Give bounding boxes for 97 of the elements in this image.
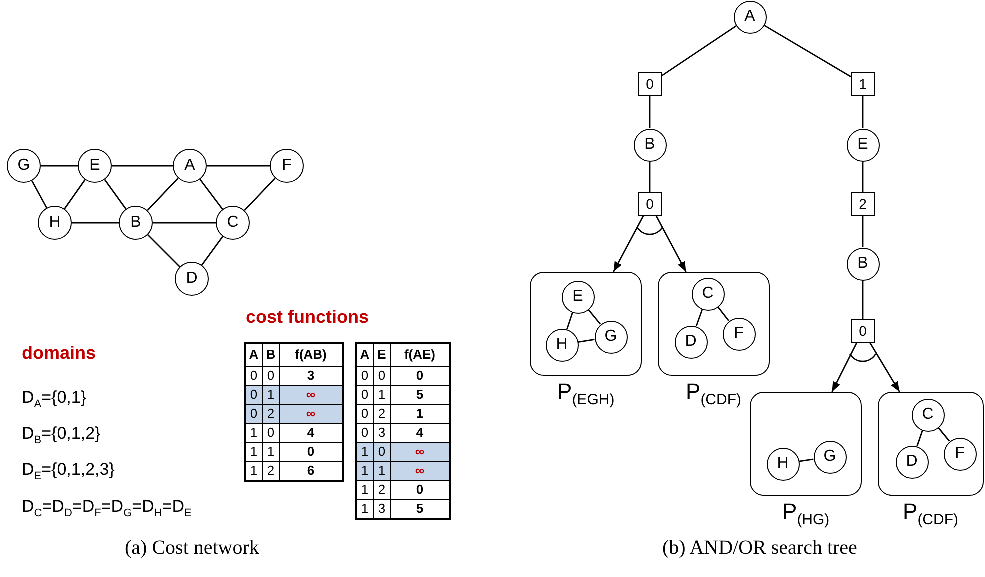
connector-line <box>588 309 602 325</box>
connector-line <box>566 312 574 330</box>
header-cell: E <box>374 343 390 366</box>
connector-line <box>104 179 127 210</box>
connector-line <box>938 427 950 442</box>
table-cell: 2 <box>374 404 390 424</box>
section-heading: domains <box>22 343 96 364</box>
table-cell: 0 <box>374 366 390 386</box>
header-cell: A <box>356 343 374 366</box>
variable-circle: E <box>78 149 112 183</box>
variable-circle: C <box>692 278 724 310</box>
value-box: 2 <box>851 192 875 216</box>
connector-line <box>32 180 48 208</box>
table-cell: 1 <box>356 480 374 500</box>
domain-definition: D$_{E}$={0,1,2,3} <box>22 460 115 482</box>
table-cell: 0 <box>245 386 262 404</box>
section-heading: cost functions <box>246 307 370 328</box>
subproblem-label: P$_{(CDF)}$ <box>903 500 959 530</box>
variable-circle: D <box>175 262 209 296</box>
table-cell: ∞ <box>390 462 450 480</box>
table-cell: ∞ <box>280 404 343 424</box>
variable-circle: F <box>722 318 756 350</box>
connector-line <box>718 306 730 322</box>
connector-line <box>764 24 852 78</box>
connector-line <box>153 222 216 224</box>
header-cell: B <box>262 343 280 366</box>
arrow <box>656 216 687 272</box>
variable-circle: A <box>734 0 766 34</box>
table-cell: 1 <box>262 442 280 462</box>
variable-circle: F <box>270 149 304 183</box>
table-cell: 0 <box>245 404 262 424</box>
connector-line <box>862 216 864 248</box>
variable-circle: G <box>7 149 41 183</box>
connector-line <box>799 458 814 462</box>
connector-line <box>916 430 924 447</box>
arrow <box>832 342 858 392</box>
subproblem-label: P$_{(EGH)}$ <box>558 380 615 410</box>
connector-line <box>147 178 179 212</box>
table-cell: 0 <box>356 404 374 424</box>
connector-line <box>862 162 864 192</box>
connector-line <box>244 178 276 212</box>
variable-circle: C <box>912 398 944 432</box>
connector-line <box>112 165 173 167</box>
variable-circle: G <box>814 440 846 474</box>
connector-line <box>148 234 180 268</box>
connector-line <box>201 236 224 266</box>
figure-caption: (b) AND/OR search tree <box>662 537 858 560</box>
table-cell: ∞ <box>280 386 343 404</box>
variable-circle: D <box>896 446 928 478</box>
variable-circle: B <box>846 248 880 280</box>
variable-circle: H <box>766 448 800 480</box>
value-box: 0 <box>638 192 662 216</box>
arrow <box>613 216 644 272</box>
connector-line <box>649 96 651 128</box>
connector-line <box>64 180 86 210</box>
variable-circle: H <box>546 328 578 362</box>
value-box: 0 <box>851 319 875 343</box>
variable-circle: C <box>216 206 250 240</box>
variable-circle: G <box>594 320 628 354</box>
connector-line <box>200 179 224 210</box>
domain-definition: D$_{A}$={0,1} <box>22 388 87 410</box>
variable-circle: B <box>119 206 153 240</box>
table-cell: 0 <box>356 386 374 404</box>
subproblem-label: P$_{(HG)}$ <box>782 500 830 530</box>
domain-definition: D$_{C}$=D$_{D}$=D$_{F}$=D$_{G}$=D$_{H}$=D$_{E}$ <box>22 497 192 520</box>
domain-definition: D$_{B}$={0,1,2} <box>22 424 101 446</box>
table-cell: 1 <box>245 424 262 442</box>
subproblem-label: P$_{(CDF)}$ <box>686 380 742 410</box>
variable-circle: B <box>634 128 666 162</box>
variable-circle: E <box>562 280 594 314</box>
connector-line <box>41 165 78 167</box>
connector-line <box>862 96 864 128</box>
table-cell: 0 <box>262 424 280 442</box>
variable-circle: E <box>846 128 880 162</box>
variable-circle: D <box>674 326 708 358</box>
variable-circle: A <box>173 149 207 183</box>
figure-caption: (a) Cost network <box>125 537 260 560</box>
connector-line <box>578 338 595 344</box>
connector-line <box>649 162 651 192</box>
variable-circle: H <box>38 206 72 240</box>
value-box: 1 <box>851 72 875 96</box>
value-box: 0 <box>638 72 662 96</box>
connector-line <box>72 222 119 224</box>
table-cell: 0 <box>356 366 374 386</box>
connector-line <box>862 280 864 319</box>
header-cell: A <box>245 343 262 366</box>
variable-circle: F <box>944 438 976 470</box>
connector-line <box>207 165 270 167</box>
table-cell: 1 <box>356 442 374 462</box>
table-cell: ∞ <box>390 442 450 462</box>
arrow <box>870 342 900 392</box>
connector-line <box>662 26 737 77</box>
table-cell: 1 <box>374 386 390 404</box>
table-cell: 1 <box>356 462 374 480</box>
table-cell: 1 <box>245 442 262 462</box>
connector-line <box>696 309 704 327</box>
table-cell: 2 <box>374 480 390 500</box>
